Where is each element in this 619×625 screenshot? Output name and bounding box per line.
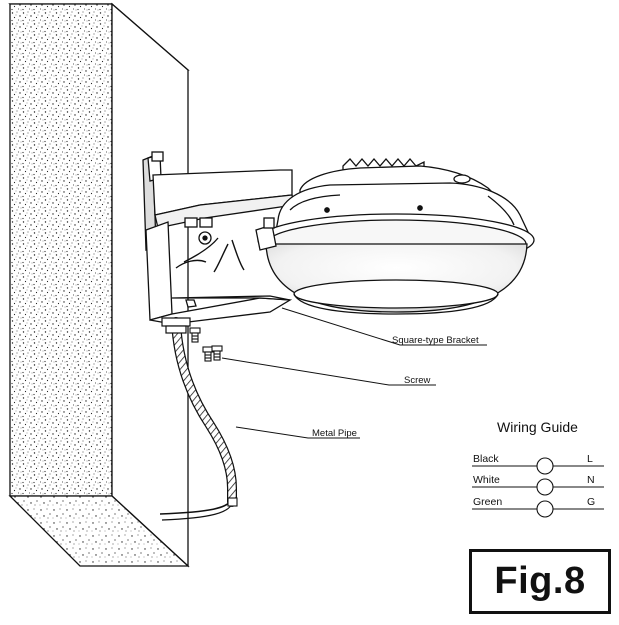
screw-1 xyxy=(189,327,201,343)
wiring-guide: Wiring Guide Black L White N Green G xyxy=(472,419,604,518)
label-square-bracket: Square-type Bracket xyxy=(392,335,479,346)
wiring-row-black: Black L xyxy=(472,453,604,475)
mounting-bracket xyxy=(142,151,295,325)
wire-label-white: White xyxy=(473,474,500,486)
screws xyxy=(189,327,223,362)
wall-front-face xyxy=(9,3,113,497)
terminal-label-n: N xyxy=(587,474,595,486)
wire-label-black: Black xyxy=(473,453,499,465)
connector-circle xyxy=(536,500,554,518)
label-metal-pipe: Metal Pipe xyxy=(312,428,357,439)
metal-pipe xyxy=(159,317,238,521)
light-fixture xyxy=(255,158,535,315)
screw-3 xyxy=(211,345,223,361)
fixture-wires xyxy=(175,237,245,273)
connector-circle xyxy=(536,457,554,475)
connector-circle xyxy=(536,478,554,496)
wiring-row-white: White N xyxy=(472,474,604,496)
callouts xyxy=(221,307,487,439)
figure-label: Fig.8 xyxy=(494,560,586,602)
terminal-label-l: L xyxy=(587,453,593,465)
terminal-label-g: G xyxy=(587,496,595,508)
wiring-row-green: Green G xyxy=(472,496,604,518)
callout-line-screw xyxy=(221,357,436,386)
figure-label-box: Fig.8 xyxy=(469,549,611,614)
wire-label-green: Green xyxy=(473,496,502,508)
wiring-guide-title: Wiring Guide xyxy=(497,419,578,435)
screw-2 xyxy=(202,346,214,362)
wall-bottom-face xyxy=(8,495,190,567)
callout-line-pipe xyxy=(235,426,360,439)
label-screw: Screw xyxy=(404,375,431,386)
callout-line-bracket xyxy=(281,307,487,346)
